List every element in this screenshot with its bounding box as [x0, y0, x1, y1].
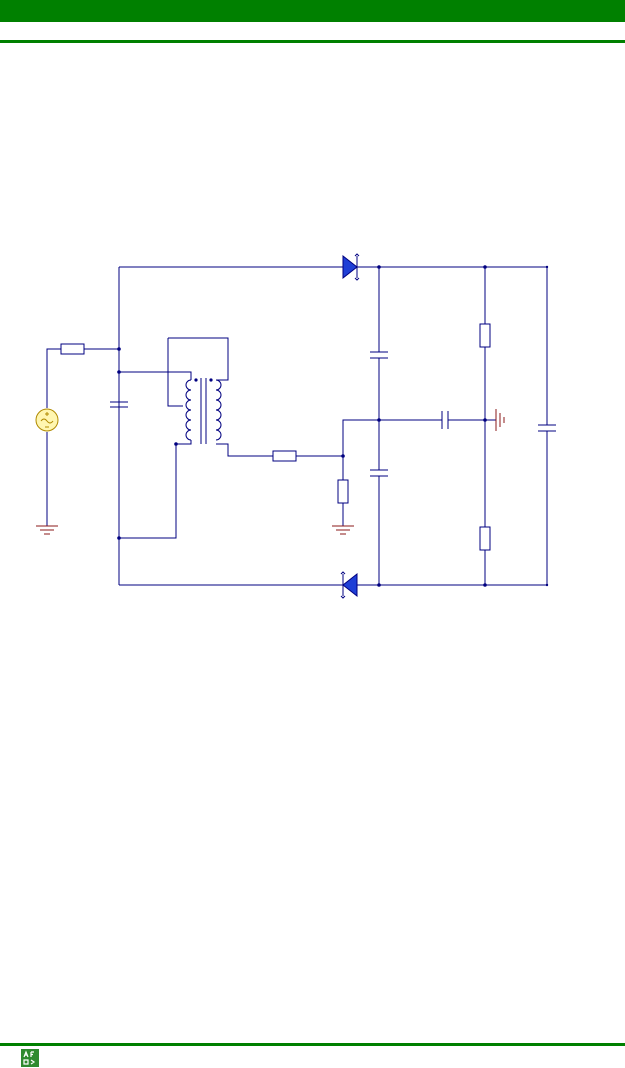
- ground-load: [332, 525, 354, 535]
- header-bar: [0, 0, 625, 22]
- resistor-input: [60, 343, 85, 355]
- ground-left: [36, 525, 58, 535]
- capacitor-coupling: [441, 411, 449, 429]
- junction-dots: [117, 265, 549, 587]
- capacitor-mid-upper: [370, 351, 388, 359]
- capacitor-mid-lower: [370, 469, 388, 477]
- diode-bottom: [340, 571, 358, 599]
- footer-rule: [0, 1043, 625, 1046]
- capacitor-left: [110, 401, 128, 408]
- resistor-load: [337, 479, 349, 504]
- resistor-series: [272, 450, 297, 462]
- diode-top: [342, 253, 360, 281]
- capacitors: [110, 351, 556, 477]
- header-rule: [0, 40, 625, 43]
- publisher-logo-icon: [21, 1049, 39, 1067]
- ground-center: [495, 409, 505, 431]
- ac-source: [35, 408, 59, 432]
- capacitor-right: [538, 424, 556, 432]
- transformer: [185, 378, 222, 444]
- resistor-lower: [479, 526, 491, 551]
- wires: [46, 266, 548, 586]
- resistors: [60, 323, 491, 551]
- resistor-upper: [479, 323, 491, 348]
